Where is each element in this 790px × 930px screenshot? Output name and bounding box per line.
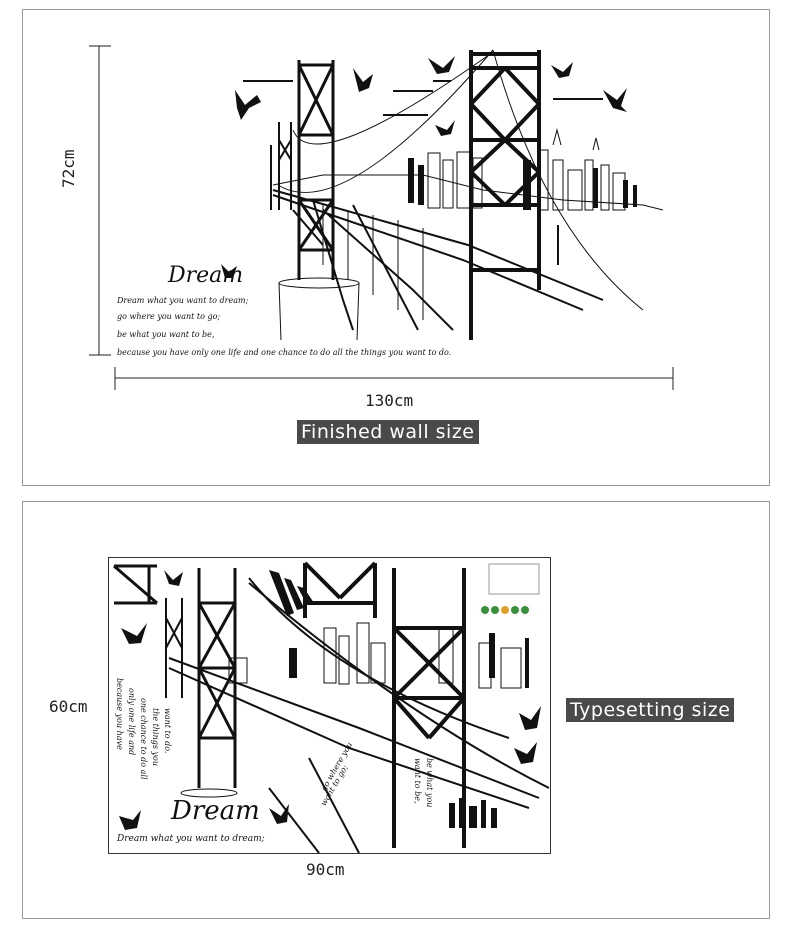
vertical-text-4: the things you	[151, 708, 160, 766]
typesetting-size-caption: Typesetting size	[566, 698, 735, 722]
city-skyline	[272, 128, 664, 211]
finished-wall-size-caption: Finished wall size	[297, 420, 479, 444]
dream-title: Dream	[168, 263, 244, 288]
width-dimension-label: 130cm	[365, 391, 414, 410]
typesetting-size-panel: 60cm 90cm Typesetting size	[22, 501, 770, 919]
vertical-text-9: want to be,	[413, 758, 422, 804]
finished-wall-size-panel: 72cm 130cm Finished wall size	[22, 9, 770, 486]
decal-dream-subline: Dream what you want to dream;	[117, 834, 265, 844]
height-dimension-label: 60cm	[49, 697, 88, 716]
vertical-text-5: want to do.	[163, 708, 172, 754]
poem-line-4: because you have only one life and one c…	[117, 348, 452, 357]
decal-sheet: because you have only one life and one c…	[108, 557, 551, 854]
poem-line-1: Dream what you want to dream;	[117, 296, 249, 305]
width-dimension-label: 90cm	[306, 860, 345, 879]
vertical-text-8: be what you	[425, 758, 434, 808]
birds-group	[221, 56, 627, 278]
vertical-text-3: one chance to do all	[139, 698, 148, 780]
poem-line-3: be what you want to be,	[117, 330, 215, 339]
vertical-text-2: only one life and	[127, 688, 136, 756]
dimension-lines	[89, 45, 674, 390]
decal-birds-group	[119, 570, 541, 830]
bridge-illustration	[221, 49, 664, 341]
decal-dream-title: Dream	[171, 796, 260, 826]
vertical-text-1: because you have	[115, 678, 124, 750]
poem-line-2: go where you want to go;	[117, 312, 221, 321]
decal-sheet-artwork	[113, 561, 550, 853]
